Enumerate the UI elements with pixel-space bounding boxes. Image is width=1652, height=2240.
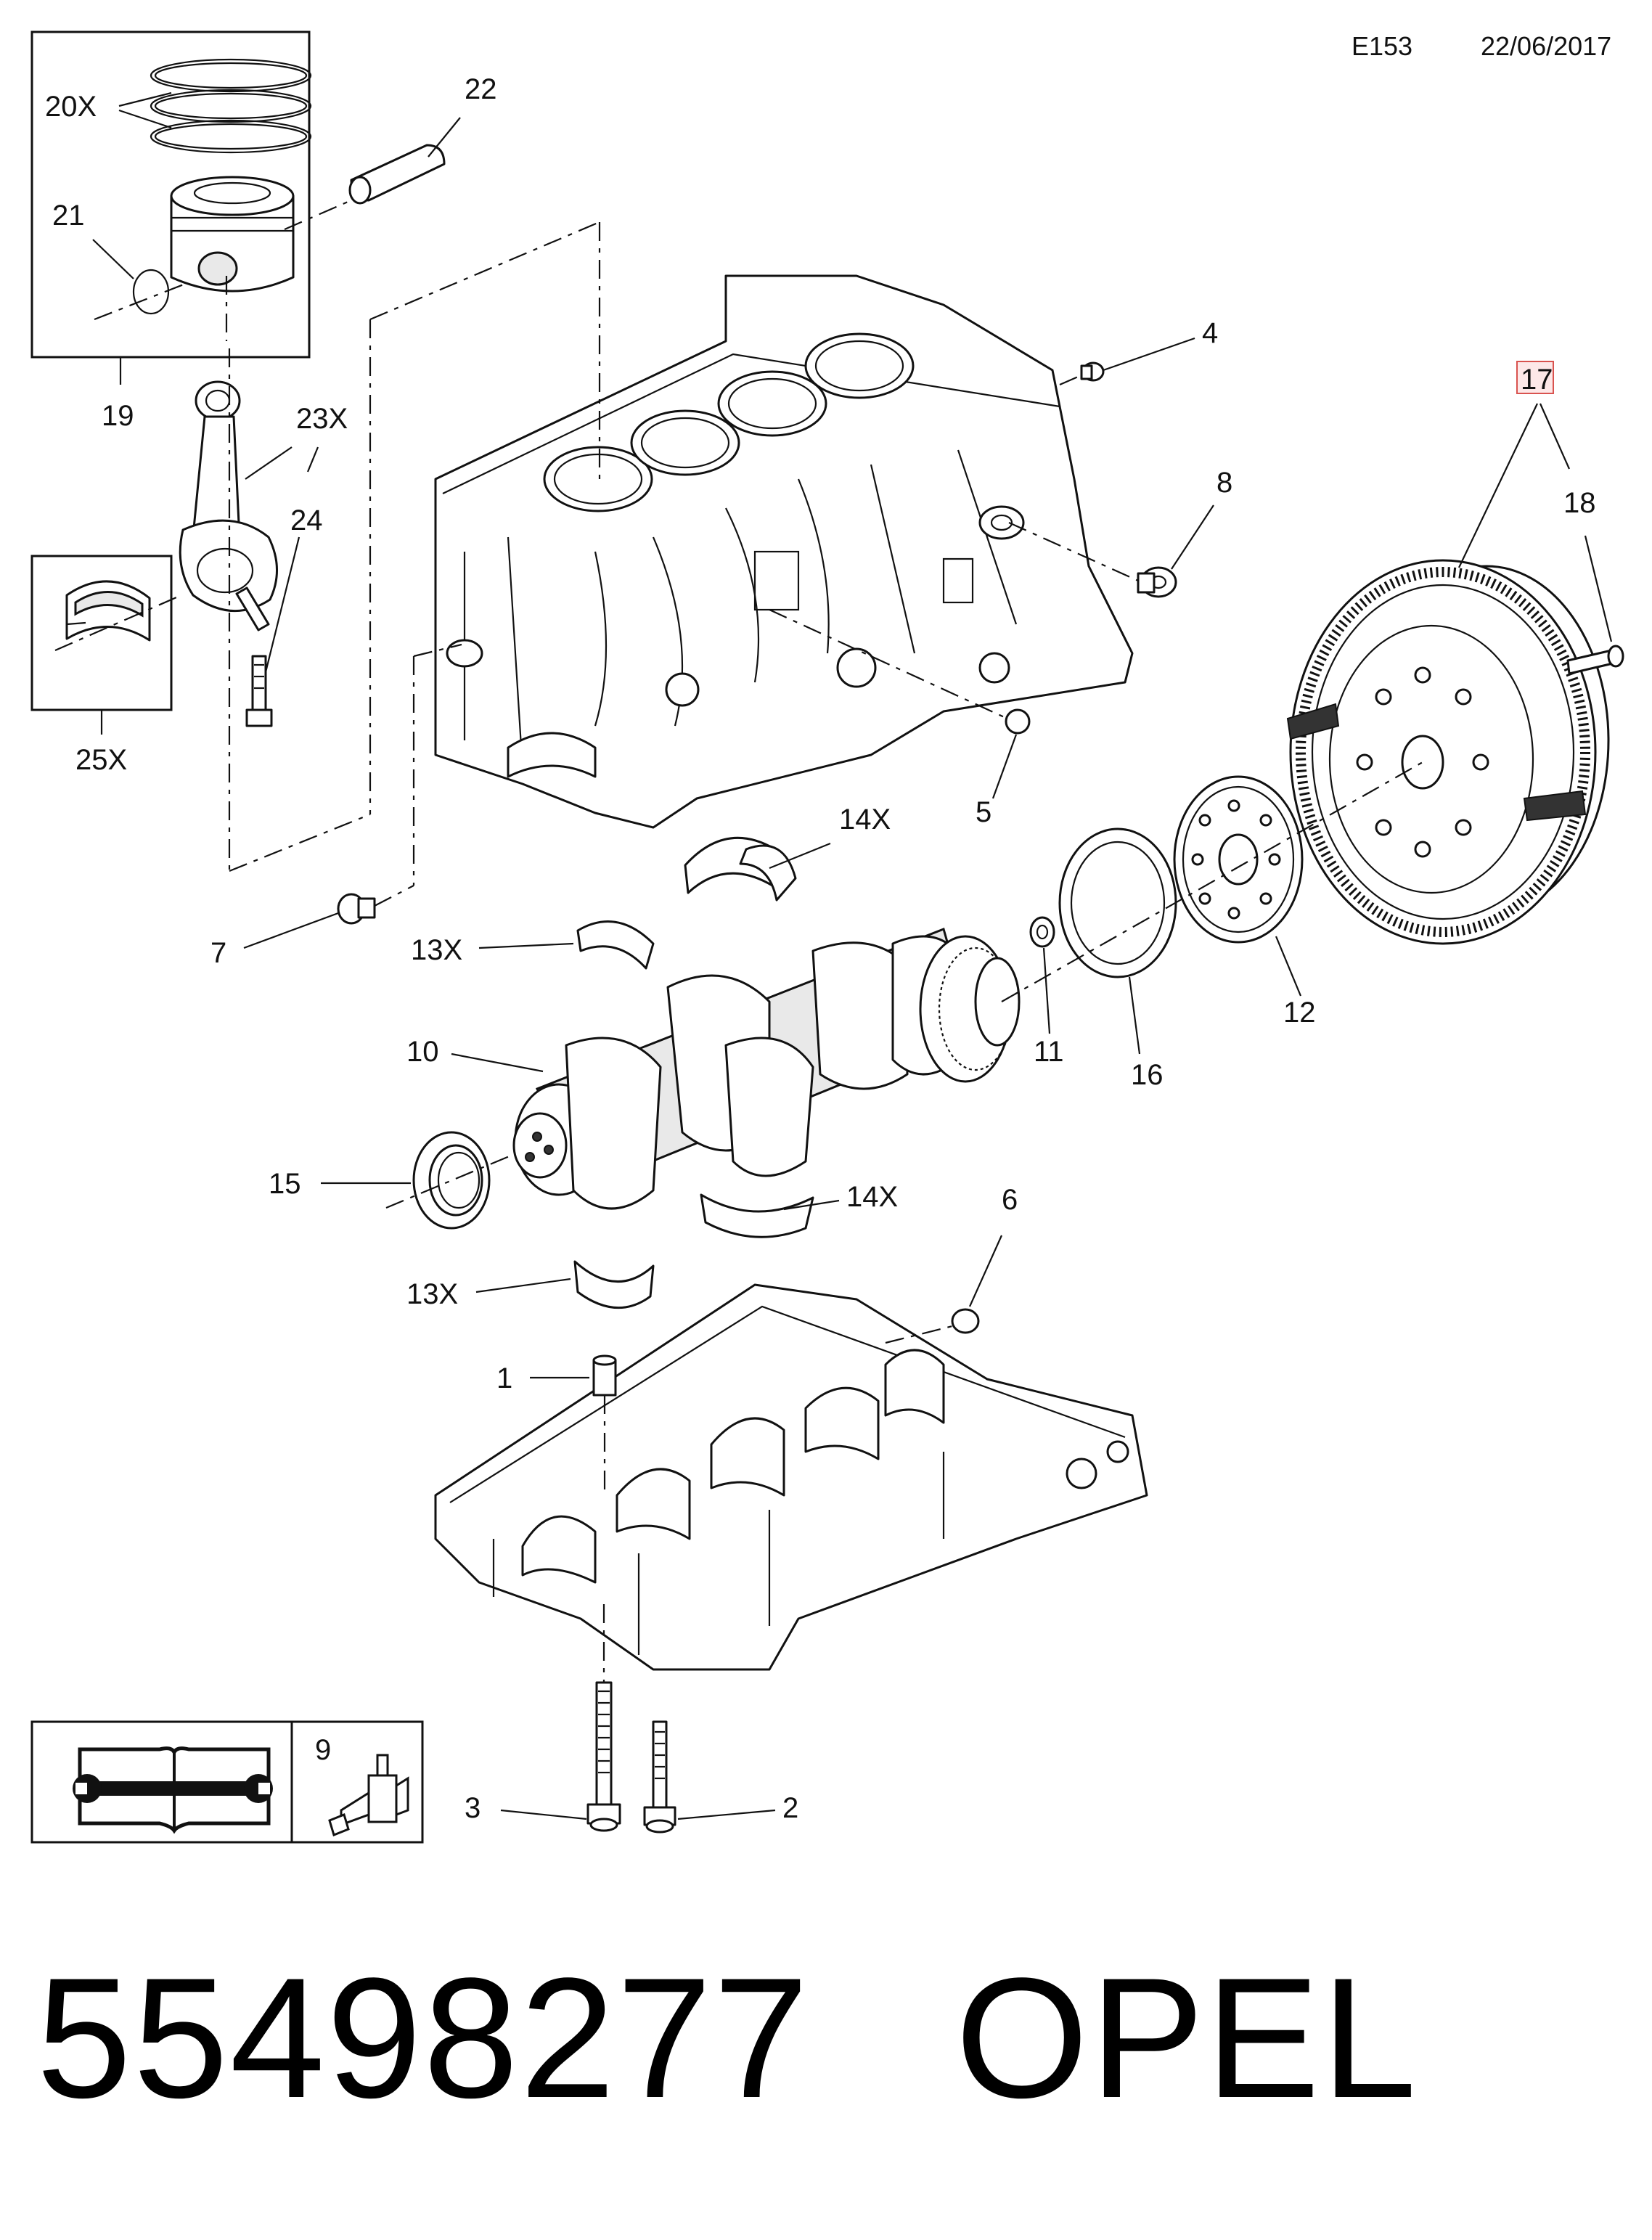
piston	[170, 176, 295, 341]
callout-11: 11	[1034, 1036, 1064, 1068]
brand-name: OPEL	[955, 1942, 1418, 2134]
callout-13b: 13X	[406, 1278, 458, 1310]
main-bearing-bolt-long	[586, 1681, 621, 1832]
callout-3: 3	[465, 1792, 481, 1824]
callout-19: 19	[102, 400, 134, 432]
piston-pin-circlip	[132, 269, 170, 315]
callout-25: 25X	[75, 744, 127, 776]
drive-plate	[1173, 775, 1304, 944]
diagram-code: E153	[1352, 31, 1412, 61]
lower-crankcase	[434, 1283, 1148, 1671]
callout-7: 7	[210, 937, 226, 969]
dowel-pin	[592, 1354, 617, 1397]
main-bearing-bolt-short	[643, 1720, 676, 1834]
service-manual-icon	[73, 1746, 273, 1834]
callout-22: 22	[465, 73, 497, 105]
main-bearing-upper-a	[684, 836, 797, 902]
main-bearing-lower-b	[573, 1260, 655, 1309]
callout-5: 5	[976, 796, 991, 828]
main-bearing-lower-a	[576, 920, 655, 970]
piston-assembly-box: 20X 21	[30, 30, 312, 359]
callout-4: 4	[1202, 317, 1218, 349]
main-bearing-upper-b	[700, 1193, 814, 1238]
crankcase-plug-6	[951, 1308, 980, 1334]
reference-box: 9	[30, 1720, 424, 1844]
callout-1: 1	[496, 1362, 512, 1394]
callout-14b: 14X	[846, 1181, 898, 1213]
rear-oil-seal	[1058, 827, 1177, 978]
pilot-bushing	[1029, 916, 1055, 948]
callout-8: 8	[1216, 467, 1232, 499]
rod-bearing-box	[30, 555, 182, 711]
connecting-rod	[179, 348, 371, 872]
callout-21: 21	[52, 200, 85, 232]
callout-17: 17	[1521, 364, 1553, 396]
cylinder-bore-2	[630, 409, 740, 476]
rod-bolt	[245, 655, 273, 727]
callout-18: 18	[1563, 487, 1596, 519]
callout-17-highlight	[1516, 361, 1554, 394]
crankshaft	[512, 928, 1021, 1210]
dual-mass-flywheel	[1286, 559, 1610, 945]
callout-13a: 13X	[411, 934, 462, 966]
callout-15: 15	[269, 1168, 301, 1200]
block-plug-8	[1137, 566, 1177, 598]
piston-rings	[150, 58, 312, 154]
callout-12: 12	[1283, 997, 1316, 1029]
callout-16: 16	[1131, 1059, 1164, 1091]
cylinder-bore-1	[543, 446, 653, 512]
front-oil-seal	[412, 1131, 491, 1230]
flywheel-bolt	[1566, 645, 1624, 675]
callout-10: 10	[406, 1036, 439, 1068]
block-plug-7	[337, 893, 376, 925]
part-number: 55498277	[36, 1942, 811, 2134]
callout-6: 6	[1002, 1184, 1018, 1216]
block-plug-5	[1005, 708, 1031, 735]
piston-pin	[348, 144, 446, 205]
callout-9: 9	[315, 1734, 331, 1766]
cylinder-bore-3	[717, 370, 827, 437]
engine-block	[434, 274, 1134, 829]
sealant-bottle-icon	[328, 1754, 409, 1837]
block-plug-4	[1080, 361, 1105, 382]
callout-2: 2	[782, 1792, 798, 1824]
callout-24: 24	[290, 504, 323, 536]
cylinder-bore-4	[804, 332, 915, 399]
diagram-date: 22/06/2017	[1481, 31, 1611, 61]
callout-20: 20X	[45, 91, 97, 123]
callout-23: 23X	[296, 403, 348, 435]
callout-14a: 14X	[839, 804, 891, 835]
